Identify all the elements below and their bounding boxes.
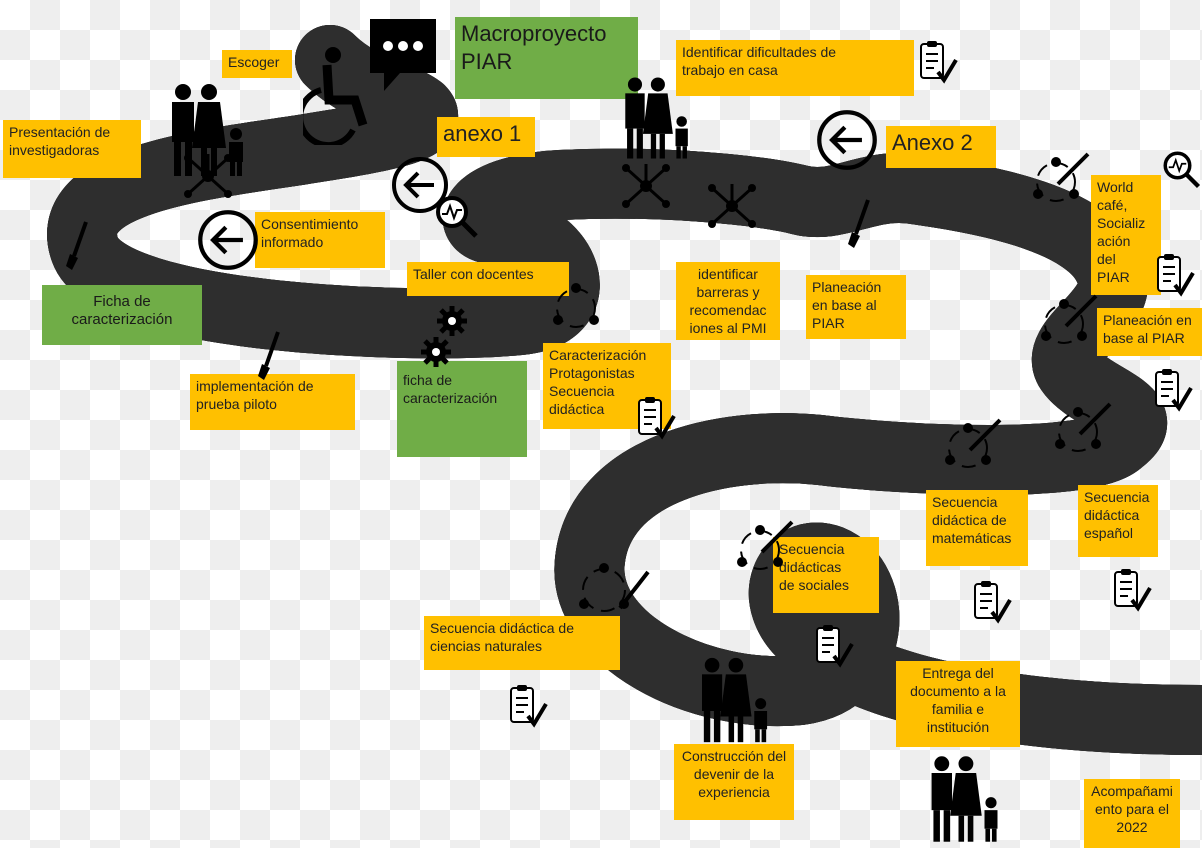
label-anexo-2: Anexo 2 xyxy=(886,126,996,168)
label-planeacion-2: Planeación en base al PIAR xyxy=(1097,308,1202,356)
cycle-icon xyxy=(1038,294,1098,350)
paintbrush-icon xyxy=(64,220,90,272)
label-secuencia-naturales: Secuencia didáctica de ciencias naturale… xyxy=(424,616,620,670)
label-implementacion: implementación de prueba piloto xyxy=(190,374,355,430)
label-planeacion-1: Planeación en base al PIAR xyxy=(806,275,906,339)
arrow-left-circle-icon xyxy=(390,155,450,215)
label-ficha-caracterizacion-2: ficha de caracterización xyxy=(397,361,527,457)
checklist-icon xyxy=(636,396,676,442)
family-icon xyxy=(620,74,694,162)
label-ficha-caracterizacion-1: Ficha de caracterización xyxy=(42,285,202,345)
cycle-icon xyxy=(734,520,794,576)
checklist-icon xyxy=(508,684,548,730)
label-presentacion: Presentación de investigadoras xyxy=(3,120,141,178)
label-anexo-1: anexo 1 xyxy=(437,117,535,157)
family-icon xyxy=(166,82,250,178)
label-acompanamiento: Acompañami ento para el 2022 xyxy=(1084,779,1180,848)
label-barreras: identificar barreras y recomendac iones … xyxy=(676,262,780,340)
checklist-icon xyxy=(1155,253,1195,299)
magnifier-chart-icon xyxy=(432,192,480,240)
label-identificar-dificultades: Identificar dificultades de trabajo en c… xyxy=(676,40,914,96)
label-construccion-devenir: Construcción del devenir de la experienc… xyxy=(674,744,794,820)
cycle-icon xyxy=(576,560,650,620)
label-consentimiento: Consentimiento informado xyxy=(255,212,385,268)
arrow-left-circle-icon xyxy=(196,208,260,272)
family-icon xyxy=(696,656,774,744)
wheelchair-icon xyxy=(303,45,373,145)
cycle-icon xyxy=(942,418,1002,474)
label-world-cafe: World café, Socializ ación del PIAR xyxy=(1091,175,1161,295)
checklist-icon xyxy=(1112,568,1152,614)
speech-bubble-icon xyxy=(366,15,440,93)
checklist-icon xyxy=(1153,368,1193,414)
checklist-icon xyxy=(814,624,854,670)
label-secuencia-sociales: Secuencia didácticas de sociales xyxy=(773,537,879,613)
label-macroproyecto: Macroproyecto PIAR xyxy=(455,17,638,99)
cycle-icon xyxy=(550,282,602,334)
checklist-icon xyxy=(972,580,1012,626)
network-icon xyxy=(706,180,758,232)
checklist-icon xyxy=(918,40,958,86)
label-taller-docentes: Taller con docentes xyxy=(407,262,569,296)
label-secuencia-espanol: Secuencia didáctica español xyxy=(1078,485,1158,557)
label-escoger: Escoger xyxy=(222,50,292,78)
family-icon xyxy=(926,752,1004,846)
network-icon xyxy=(182,150,234,202)
arrow-left-circle-icon xyxy=(815,108,879,172)
label-secuencia-matematicas: Secuencia didáctica de matemáticas xyxy=(926,490,1028,566)
label-entrega-documento: Entrega del documento a la familia e ins… xyxy=(896,661,1020,747)
road-path xyxy=(82,25,1202,755)
cycle-icon xyxy=(1030,152,1090,208)
cycle-icon xyxy=(1052,402,1112,458)
paintbrush-icon xyxy=(846,198,872,250)
gear-icon xyxy=(420,336,452,368)
paintbrush-icon xyxy=(256,330,282,382)
gear-icon xyxy=(436,305,468,337)
network-icon xyxy=(620,160,672,212)
magnifier-chart-icon xyxy=(1160,148,1202,190)
